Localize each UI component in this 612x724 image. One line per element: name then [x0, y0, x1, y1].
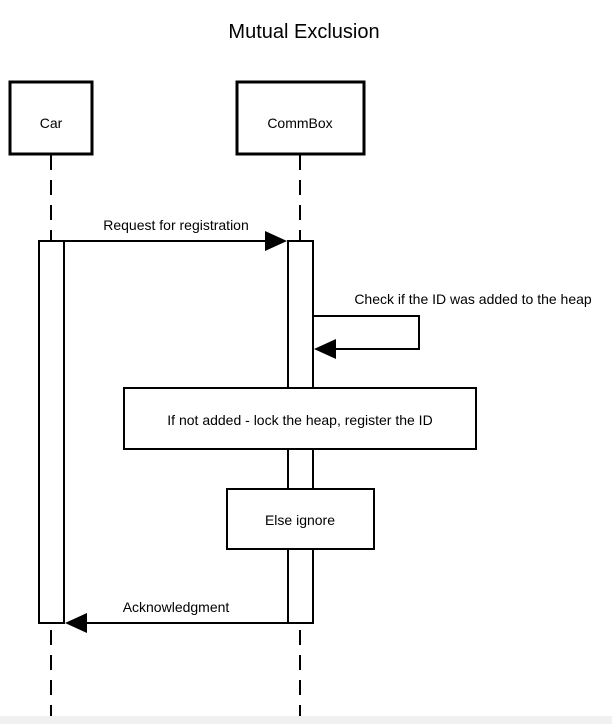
message-ack-arrowhead [65, 613, 87, 633]
message-self-check-arrowhead [314, 339, 336, 359]
note-else-ignore-box [226, 488, 375, 550]
message-ack-label: Acknowledgment [123, 599, 230, 615]
participant-commbox-box [235, 80, 366, 156]
note-lock-heap-box [123, 387, 477, 450]
message-request-registration: Request for registration [64, 217, 287, 251]
car-activation-bar [38, 240, 65, 624]
participant-commbox-label: CommBox [267, 115, 332, 131]
message-self-check-label: Check if the ID was added to the heap [354, 291, 592, 307]
note-else-ignore: Else ignore [226, 488, 375, 550]
participant-commbox: CommBox [235, 80, 366, 156]
message-self-check: Check if the ID was added to the heap [313, 291, 592, 359]
participant-car: Car [8, 80, 94, 156]
message-self-check-line [313, 315, 420, 350]
note-lock-heap: If not added - lock the heap, register t… [123, 387, 477, 450]
message-request-label: Request for registration [103, 217, 249, 233]
note-lock-heap-label: If not added - lock the heap, register t… [167, 412, 432, 428]
participant-car-label: Car [40, 115, 63, 131]
note-else-ignore-label: Else ignore [265, 512, 335, 528]
diagram-title: Mutual Exclusion [228, 21, 379, 43]
message-request-arrowhead [265, 231, 287, 251]
participant-car-box [8, 80, 94, 156]
message-acknowledgment: Acknowledgment [65, 599, 288, 633]
